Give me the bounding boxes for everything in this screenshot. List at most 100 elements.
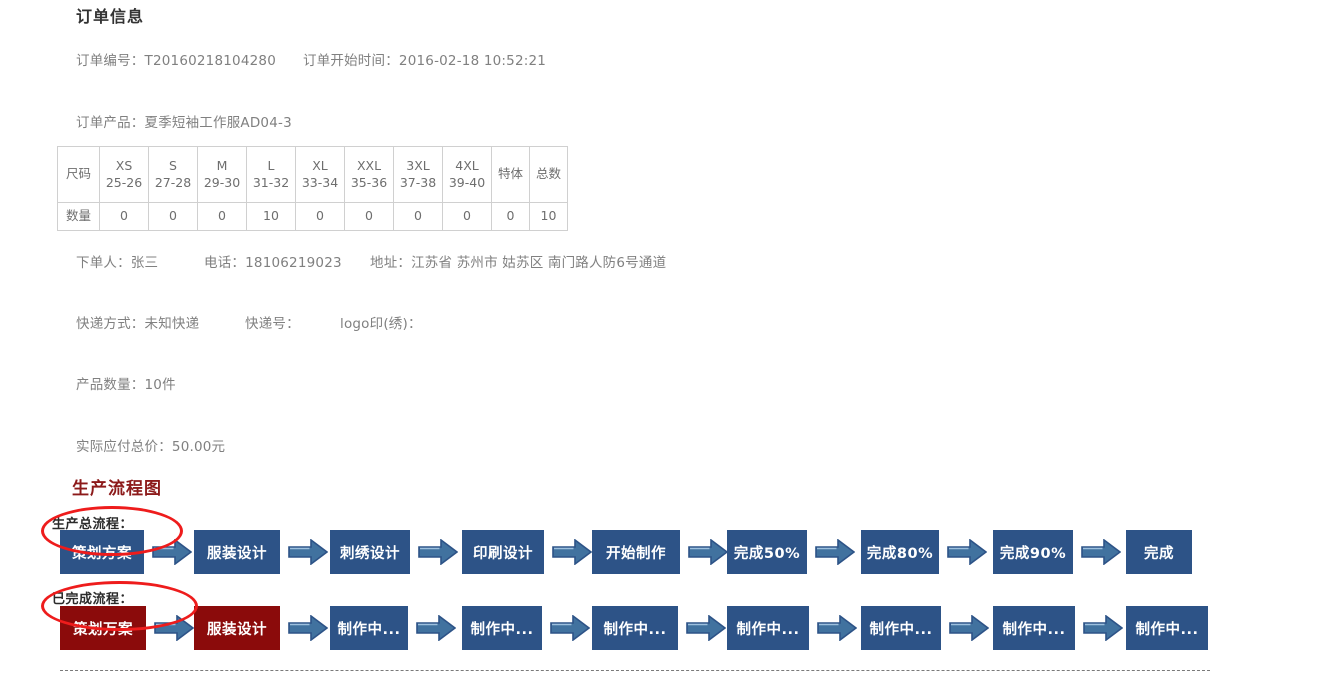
size-name: XS (115, 157, 133, 173)
flow-step-box[interactable]: 策划方案 (60, 530, 144, 574)
flow-step-label: 策划万案 (73, 621, 133, 638)
flow-step-box[interactable]: 制作中... (462, 606, 542, 650)
arrow-right-icon (1079, 606, 1127, 650)
flow-step-label: 制作中... (337, 621, 401, 638)
size-range: 37-38 (399, 174, 437, 190)
flow-step-box[interactable]: 制作中... (1126, 606, 1208, 650)
quantity-cell: 0 (148, 202, 198, 231)
order-product-value: 夏季短袖工作服AD04-3 (144, 115, 292, 131)
flow-step-box[interactable]: 制作中... (993, 606, 1075, 650)
size-quantity-table: 尺码 XS 25-26 S 27-28 M 29-30 L 31-32 (57, 146, 568, 231)
arrow-right-icon (414, 530, 462, 574)
size-header-cell: 4XL 39-40 (442, 146, 492, 203)
total-price-label: 实际应付总价： (76, 439, 172, 455)
size-name: L (267, 157, 275, 173)
arrow-right-icon (284, 606, 332, 650)
size-range: 27-28 (154, 174, 192, 190)
flow-step-label: 策划方案 (72, 545, 132, 562)
address-label: 地址： (370, 255, 412, 271)
flow-step-box[interactable]: 完成 (1126, 530, 1192, 574)
table-row-sizes: 尺码 XS 25-26 S 27-28 M 29-30 L 31-32 (57, 146, 568, 203)
flow-step-box[interactable]: 完成50% (727, 530, 807, 574)
phone-value: 18106219023 (245, 255, 342, 271)
size-range: 35-36 (350, 174, 388, 190)
arrow-right-icon (412, 606, 460, 650)
size-name: M (216, 157, 228, 173)
flow-step-label: 制作中... (470, 621, 534, 638)
size-name: XL (312, 157, 328, 173)
order-start-time-label: 订单开始时间： (303, 53, 399, 69)
flow-step-label: 制作中... (736, 621, 800, 638)
flow-step-label: 刺绣设计 (340, 545, 400, 562)
quantity-row-label: 数量 (57, 202, 100, 231)
size-name: 4XL (455, 157, 479, 173)
quantity-cell: 0 (442, 202, 492, 231)
total-flow-label: 生产总流程： (52, 517, 134, 532)
table-row-quantities: 数量 0 0 0 10 0 0 0 0 0 10 (57, 202, 568, 231)
size-header-cell: L 31-32 (246, 146, 296, 203)
flow-step-box[interactable]: 服装设计 (194, 530, 280, 574)
express-number-label: 快递号： (245, 316, 300, 332)
quantity-cell: 0 (393, 202, 443, 231)
order-number-label: 订单编号： (76, 53, 145, 69)
size-range: 31-32 (252, 174, 290, 190)
total-price-value: 50.00元 (171, 439, 226, 455)
phone-label: 电话： (204, 255, 246, 271)
address-value: 江苏省 苏州市 姑苏区 南门路人防6号通道 (411, 255, 667, 271)
order-product-label: 订单产品： (76, 115, 145, 131)
product-quantity-row: 产品数量：10件 (76, 373, 176, 393)
size-name: S (169, 157, 177, 173)
size-name: XXL (356, 157, 382, 173)
express-number-row: 快递号： (245, 312, 300, 332)
page-title: 订单信息 (76, 7, 145, 26)
express-method-row: 快递方式：未知快递 (76, 312, 199, 332)
quantity-cell: 0 (197, 202, 247, 231)
order-start-time-row: 订单开始时间：2016-02-18 10:52:21 (303, 49, 546, 69)
flow-step-box[interactable]: 完成80% (861, 530, 939, 574)
order-number-value: T20160218104280 (144, 53, 276, 69)
phone-row: 电话：18106219023 (204, 251, 342, 271)
logo-print-label: logo印(绣)： (340, 316, 422, 332)
size-range: 39-40 (448, 174, 486, 190)
flow-chart-heading: 生产流程图 (72, 479, 162, 499)
order-start-time-value: 2016-02-18 10:52:21 (398, 53, 547, 69)
flow-step-label: 完成80% (866, 545, 934, 562)
orderer-row: 下单人：张三 (76, 251, 158, 271)
arrow-right-icon (682, 606, 730, 650)
quantity-cell: 0 (344, 202, 394, 231)
address-row: 地址：江苏省 苏州市 姑苏区 南门路人防6号通道 (370, 251, 666, 271)
completed-flow-label: 已完成流程： (52, 592, 134, 607)
size-range: 25-26 (105, 174, 143, 190)
arrow-right-icon (546, 606, 594, 650)
express-method-label: 快递方式： (76, 316, 145, 332)
size-header-cell: M 29-30 (197, 146, 247, 203)
flow-step-box[interactable]: 制作中... (330, 606, 408, 650)
quantity-cell: 10 (246, 202, 296, 231)
flow-step-box[interactable]: 开始制作 (592, 530, 680, 574)
product-quantity-value: 10件 (144, 377, 176, 393)
flow-step-label: 开始制作 (606, 545, 666, 562)
order-number-row: 订单编号：T20160218104280 (76, 49, 276, 69)
flow-step-label: 服装设计 (207, 621, 267, 638)
flow-step-box[interactable]: 完成90% (993, 530, 1073, 574)
flow-step-box[interactable]: 制作中... (861, 606, 941, 650)
product-quantity-label: 产品数量： (76, 377, 145, 393)
size-name: 3XL (406, 157, 430, 173)
flow-step-box[interactable]: 制作中... (592, 606, 678, 650)
arrow-right-icon (284, 530, 332, 574)
express-method-value: 未知快递 (144, 316, 200, 332)
arrow-right-icon (943, 530, 991, 574)
flow-step-label: 服装设计 (207, 545, 267, 562)
flow-step-box[interactable]: 制作中... (727, 606, 809, 650)
arrow-right-icon (945, 606, 993, 650)
flow-step-box[interactable]: 策划万案 (60, 606, 146, 650)
flow-step-box[interactable]: 刺绣设计 (330, 530, 410, 574)
flow-step-label: 印刷设计 (473, 545, 533, 562)
size-header-cell: 3XL 37-38 (393, 146, 443, 203)
arrow-right-icon (1077, 530, 1125, 574)
flow-step-box[interactable]: 印刷设计 (462, 530, 544, 574)
flow-step-box[interactable]: 服装设计 (194, 606, 280, 650)
special-size-header: 特体 (491, 146, 530, 203)
total-price-row: 实际应付总价：50.00元 (76, 435, 225, 455)
total-header: 总数 (529, 146, 568, 203)
